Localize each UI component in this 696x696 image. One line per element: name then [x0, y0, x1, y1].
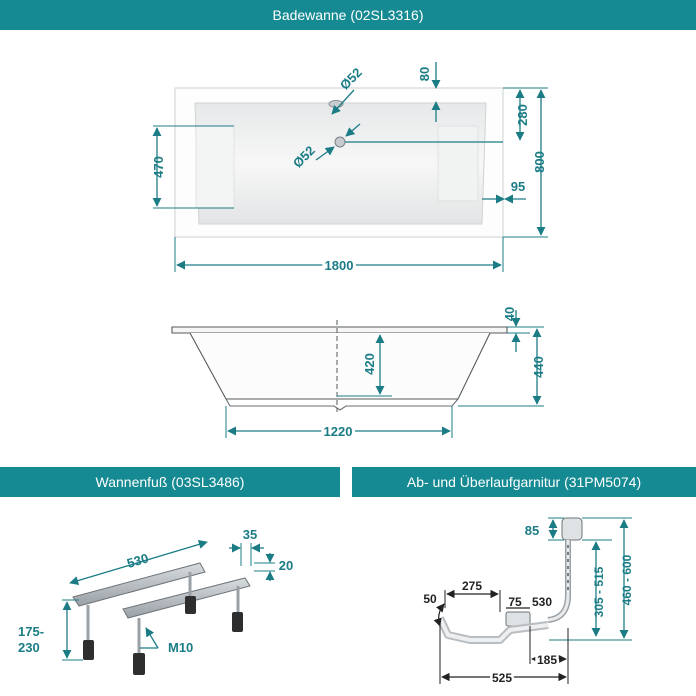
length-label: 1800	[325, 258, 354, 273]
outlet-offset-label: 185	[537, 653, 557, 667]
profile-height-label: 20	[279, 558, 293, 573]
thread-label: M10	[168, 640, 193, 655]
drain-offset-label: 280	[515, 104, 530, 126]
drain-set-drawing: 85 305 - 515 460 - 600 50 275 75 530 185	[423, 517, 634, 688]
outlet-diameter-label: 75	[508, 595, 522, 609]
inner-depth-label: 420	[362, 353, 377, 375]
overflow-offset-label: 80	[417, 67, 432, 81]
bathtub-header: Badewanne (02SL3316)	[0, 0, 696, 30]
drain-range-inner-label: 305 - 515	[592, 566, 606, 617]
bathtub-feet-drawing: 530 35 20 175-230 M10	[18, 527, 293, 675]
profile-width-label: 35	[243, 527, 257, 542]
feet-header: Wannenfuß (03SL3486)	[0, 467, 340, 497]
bathtub-header-text: Badewanne (02SL3316)	[272, 7, 424, 23]
drain-total-length-label: 525	[492, 671, 512, 685]
drain-range-outer-label: 460 - 600	[620, 554, 634, 605]
bottom-length-label: 1220	[324, 424, 353, 439]
width-label: 800	[532, 151, 547, 173]
total-height-label: 440	[531, 356, 546, 378]
bathtub-top-view: Ø52 Ø52 80 280 800 470 95 1800	[151, 62, 548, 276]
rim-height-label: 40	[502, 307, 517, 321]
rest-width-label: 470	[151, 156, 166, 178]
outlet-width-label: 530	[532, 595, 552, 609]
feet-height-label: 175-230	[18, 624, 44, 655]
feet-length-label: 530	[125, 550, 150, 571]
drain-header: Ab- und Überlaufgarnitur (31PM5074)	[352, 467, 696, 497]
bathtub-side-view: 40 420 440 1220	[171, 307, 546, 442]
drain-angle-label: 50	[423, 592, 437, 606]
drain-icon	[334, 136, 346, 148]
drain-top-height-label: 85	[525, 523, 539, 538]
feet-header-text: Wannenfuß (03SL3486)	[95, 474, 245, 490]
rim-label: 95	[511, 179, 525, 194]
drain-pipe-length-label: 275	[462, 579, 482, 593]
drain-header-text: Ab- und Überlaufgarnitur (31PM5074)	[406, 474, 642, 490]
